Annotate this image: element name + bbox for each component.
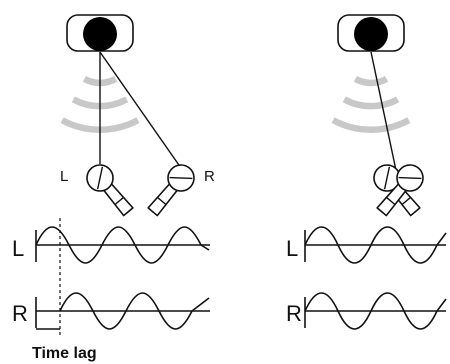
channel-label-l: L [12,236,24,261]
speaker-icon [66,14,134,52]
sine-waveform-r [304,292,447,330]
microphone-icon-right [141,158,201,221]
sine-waveform-l [35,226,210,264]
time-lag-caption: Time lag [32,345,97,362]
channel-label-l: L [286,236,298,261]
sound-path-line [370,51,398,176]
channel-label-r: R [12,301,28,326]
right-setup: L R [286,14,447,330]
sine-waveform-r [59,292,210,330]
microphone-icon-left [80,158,140,221]
mic-label-right: R [204,168,215,185]
speaker-icon [337,14,405,52]
mic-label-left: L [60,168,68,185]
channel-label-r: R [286,301,302,326]
sine-waveform-l [304,226,447,264]
sound-wave-icon [333,79,409,130]
left-setup: L R L R Time lag [12,14,215,362]
sound-path-line [99,51,182,169]
